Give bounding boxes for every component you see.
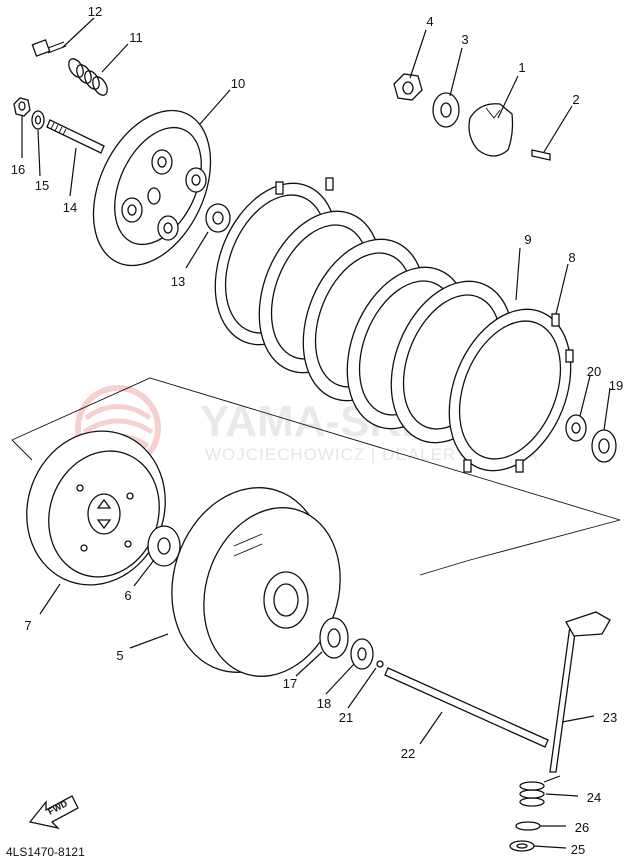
clip-part [515, 821, 541, 831]
bearing-part [205, 203, 231, 233]
callout-10: 10 [231, 76, 245, 91]
callout-9: 9 [524, 232, 531, 247]
push-rod-part [384, 667, 549, 748]
callout-16: 16 [11, 162, 25, 177]
bolt-part [31, 39, 67, 57]
callout-3: 3 [461, 32, 468, 47]
washer-18-part [350, 638, 374, 670]
lock-nut-part [393, 73, 423, 101]
callout-1: 1 [518, 60, 525, 75]
fwd-arrow-icon: FWD [28, 795, 79, 830]
callout-13: 13 [171, 274, 185, 289]
clutch-boss-part [171, 487, 341, 677]
callout-19: 19 [609, 378, 623, 393]
pressure-plate-part [92, 109, 212, 267]
callout-18: 18 [317, 696, 331, 711]
callout-21: 21 [339, 710, 353, 725]
callout-labels: 12 11 4 3 1 2 10 9 8 13 16 15 14 20 19 7… [11, 4, 623, 857]
callout-7: 7 [24, 618, 31, 633]
callout-15: 15 [35, 178, 49, 193]
stud-part [46, 119, 105, 154]
washer-part [31, 110, 45, 130]
clutch-plate-stack [214, 177, 574, 473]
callout-8: 8 [568, 250, 575, 265]
callout-22: 22 [401, 746, 415, 761]
callout-12: 12 [88, 4, 102, 19]
push-lever-part [468, 103, 514, 157]
callout-11: 11 [129, 30, 143, 45]
nut-part [13, 97, 31, 117]
washer-25-part [509, 840, 535, 852]
callout-17: 17 [283, 676, 297, 691]
leader-lines [21, 17, 611, 849]
diagram-code: 4LS1470-8121 [6, 845, 85, 859]
callout-24: 24 [587, 790, 601, 805]
callout-14: 14 [63, 200, 77, 215]
circlip-part [591, 429, 617, 463]
callout-6: 6 [124, 588, 131, 603]
callout-20: 20 [587, 364, 601, 379]
return-spring-part [519, 775, 561, 807]
assembly-frame [11, 377, 621, 576]
callout-25: 25 [571, 842, 585, 857]
lock-washer-part [432, 92, 460, 128]
thrust-washer-part [147, 525, 181, 567]
key-part [531, 149, 551, 161]
callout-5: 5 [116, 648, 123, 663]
washer-17-part [319, 617, 349, 659]
callout-4: 4 [426, 14, 433, 29]
ball-part [376, 660, 384, 668]
push-lever-shaft-part [549, 611, 611, 773]
callout-26: 26 [575, 820, 589, 835]
callout-2: 2 [572, 92, 579, 107]
watermark-dealer: WOJCIECHOWICZ | DEALER YAMAHA [205, 445, 538, 464]
spring-part [68, 58, 108, 96]
callout-23: 23 [603, 710, 617, 725]
primary-driven-gear-part [26, 430, 166, 586]
spacer-part [565, 414, 587, 442]
